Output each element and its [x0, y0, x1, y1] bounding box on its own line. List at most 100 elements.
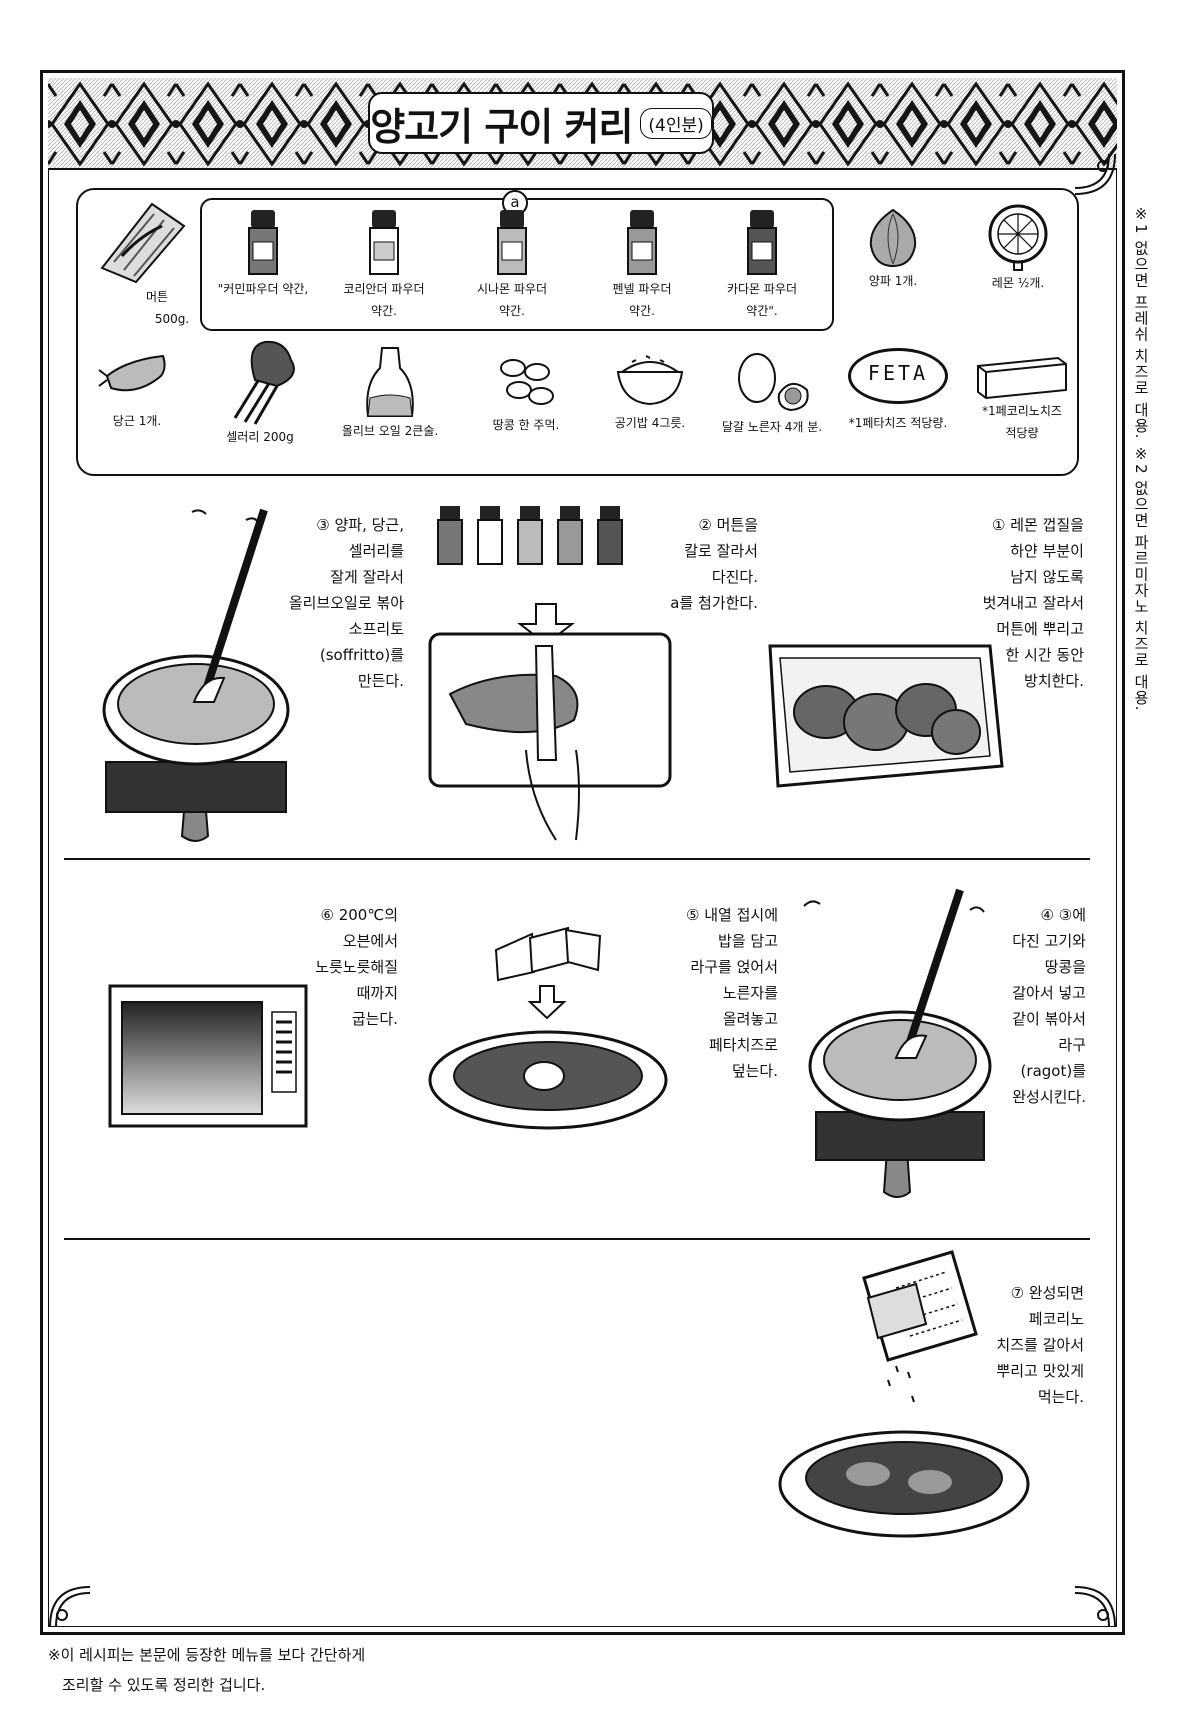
step-line: 갈아서 넣고	[1012, 984, 1086, 1002]
ingredient-label: 올리브 오일 2큰술.	[341, 424, 439, 438]
ingredient-label: 땅콩 한 주먹.	[492, 418, 560, 432]
title-text: 양고기 구이 커리	[370, 104, 633, 149]
step-3-text: ③ 양파, 당근, 셀러리를 잘게 잘라서 올리브오일로 볶아 소프리토 (so…	[280, 512, 404, 694]
ingredient-label: "커민파우더 약간,	[217, 282, 309, 296]
corner-ornament-icon	[1074, 153, 1116, 195]
step-7-text: ⑦ 완성되면 페코리노 치즈를 갈아서 뿌리고 맛있게 먹는다.	[990, 1280, 1084, 1410]
ingredient-amount: 약간.	[629, 304, 655, 318]
ingredient-pecorino: *1페코리노치즈 적당량	[970, 352, 1074, 444]
step-line: 올려놓고	[722, 1010, 778, 1028]
step-line: ④ ③에	[1040, 906, 1086, 924]
lemon-icon	[988, 204, 1048, 271]
step-line: 페타치즈로	[708, 1036, 778, 1054]
step-line: 페코리노	[1028, 1310, 1084, 1328]
ingredient-label: *1페타치즈 적당량.	[848, 416, 948, 430]
ingredient-coriander: 코리안더 파우더 약간.	[334, 208, 434, 322]
step-line: 굽는다.	[351, 1010, 398, 1028]
ingredient-amount: 약간.	[499, 304, 525, 318]
step-line: 남지 않도록	[1010, 568, 1084, 586]
spice-jar-icon	[248, 210, 278, 275]
step-line: 만든다.	[357, 672, 404, 690]
step-line: 먹는다.	[1037, 1388, 1084, 1406]
step-line: 벗겨내고 잘라서	[982, 594, 1084, 612]
step-5-text: ⑤ 내열 접시에 밥을 담고 라구를 얹어서 노른자를 올려놓고 페타치즈로 덮…	[666, 902, 778, 1084]
step-line: ⑥ 200℃의	[320, 906, 399, 924]
ingredient-egg-yolk: 달걀 노른자 4개 분.	[712, 346, 832, 438]
step-6-text: ⑥ 200℃의 오븐에서 노릇노릇해질 때까지 굽는다.	[290, 902, 398, 1032]
section-divider	[64, 1238, 1090, 1240]
corner-ornament-icon	[49, 1586, 91, 1628]
ingredient-label: *1페코리노치즈	[982, 404, 1062, 418]
step-line: 밥을 담고	[718, 932, 778, 950]
ingredient-amount: 약간".	[746, 304, 778, 318]
ingredient-amount: 약간.	[371, 304, 397, 318]
step-line: 다진 고기와	[1012, 932, 1086, 950]
ingredient-label: 양파 1개.	[868, 274, 918, 288]
carrot-icon	[98, 354, 166, 392]
step-2-text: ② 머튼을 칼로 잘라서 다진다. a를 첨가한다.	[646, 512, 758, 616]
step-line: 라구	[1058, 1036, 1086, 1054]
step-line: 노른자를	[722, 984, 778, 1002]
step-4-text: ④ ③에 다진 고기와 땅콩을 갈아서 넣고 같이 볶아서 라구 (ragot)…	[990, 902, 1086, 1110]
ingredient-mutton: 머튼 500g.	[86, 196, 198, 330]
ingredient-lemon: 레몬 ½개.	[976, 202, 1060, 294]
ingredient-cumin: "커민파우더 약간,	[208, 208, 318, 300]
rice-bowl-icon	[616, 355, 684, 406]
egg-icon	[738, 353, 809, 412]
baking-dish-illustration	[428, 926, 668, 1130]
step-line: 뿌리고 맛있게	[996, 1362, 1084, 1380]
step-line: 한 시간 동안	[1005, 646, 1084, 664]
spice-jar-icon	[497, 210, 527, 275]
step-line: 칼로 잘라서	[684, 542, 758, 560]
spice-jars-illustration	[437, 506, 623, 565]
step-line: 치즈를 갈아서	[996, 1336, 1084, 1354]
step-line: 머튼에 뿌리고	[996, 620, 1084, 638]
ingredient-label: 카다몬 파우더	[726, 282, 798, 296]
step-line: ① 레몬 껍질을	[992, 516, 1084, 534]
ingredient-peanuts: 땅콩 한 주먹.	[476, 350, 576, 436]
page-frame	[40, 70, 1125, 1635]
step-line: ⑤ 내열 접시에	[686, 906, 778, 924]
olive-oil-icon	[366, 347, 414, 417]
step-line: 다진다.	[711, 568, 758, 586]
footnote-line: ※이 레시피는 본문에 등장한 메뉴를 보다 간단하게	[48, 1646, 366, 1664]
feta-label: FETA	[867, 361, 929, 385]
ingredient-label: 펜넬 파우더	[612, 282, 672, 296]
cheese-block-icon	[977, 356, 1067, 400]
step-line: (ragot)를	[1020, 1062, 1086, 1080]
step-line: 라구를 얹어서	[690, 958, 778, 976]
servings-badge: (4인분)	[640, 107, 712, 139]
step-line: 같이 볶아서	[1012, 1010, 1086, 1028]
step-line: 잘게 잘라서	[330, 568, 404, 586]
step-line: 완성시킨다.	[1012, 1088, 1086, 1106]
ingredients-panel	[76, 188, 1079, 476]
ingredient-label: 레몬 ½개.	[991, 276, 1045, 290]
feta-cheese-icon: FETA	[848, 348, 948, 404]
step-line: 셀러리를	[348, 542, 404, 560]
celery-icon	[233, 340, 295, 425]
oven-illustration	[108, 984, 308, 1128]
step-line: (soffritto)를	[319, 646, 404, 664]
step-line: 덮는다.	[731, 1062, 778, 1080]
mutton-icon	[100, 202, 186, 284]
ingredient-fennel: 펜넬 파우더 약간.	[592, 208, 692, 322]
pan-illustration	[102, 508, 290, 842]
ingredient-label: 셀러리 200g	[226, 430, 294, 444]
corner-ornament-icon	[1074, 1586, 1116, 1628]
ingredient-amount: 500g.	[154, 312, 190, 326]
pan-illustration	[803, 888, 992, 1198]
step-line: 노릇노릇해질	[315, 958, 398, 976]
step-1-text: ① 레몬 껍질을 하얀 부분이 남지 않도록 벗겨내고 잘라서 머튼에 뿌리고 …	[950, 512, 1084, 694]
ingredient-label: 머튼	[145, 290, 169, 304]
ingredient-olive-oil: 올리브 오일 2큰술.	[330, 344, 450, 442]
section-divider	[64, 858, 1090, 860]
step-line: ② 머튼을	[698, 516, 758, 534]
step-line: a를 첨가한다.	[670, 594, 758, 612]
step-line: ③ 양파, 당근,	[316, 516, 404, 534]
ingredient-rice: 공기밥 4그릇.	[598, 348, 702, 434]
ingredient-label: 당근 1개.	[112, 414, 162, 428]
footnote-line: 조리할 수 있도록 정리한 겁니다.	[62, 1676, 266, 1694]
ingredient-label: 달걀 노른자 4개 분.	[721, 420, 823, 434]
marinade-tray-illustration	[768, 644, 1004, 788]
recipe-title: 양고기 구이 커리 (4인분)	[368, 92, 714, 154]
